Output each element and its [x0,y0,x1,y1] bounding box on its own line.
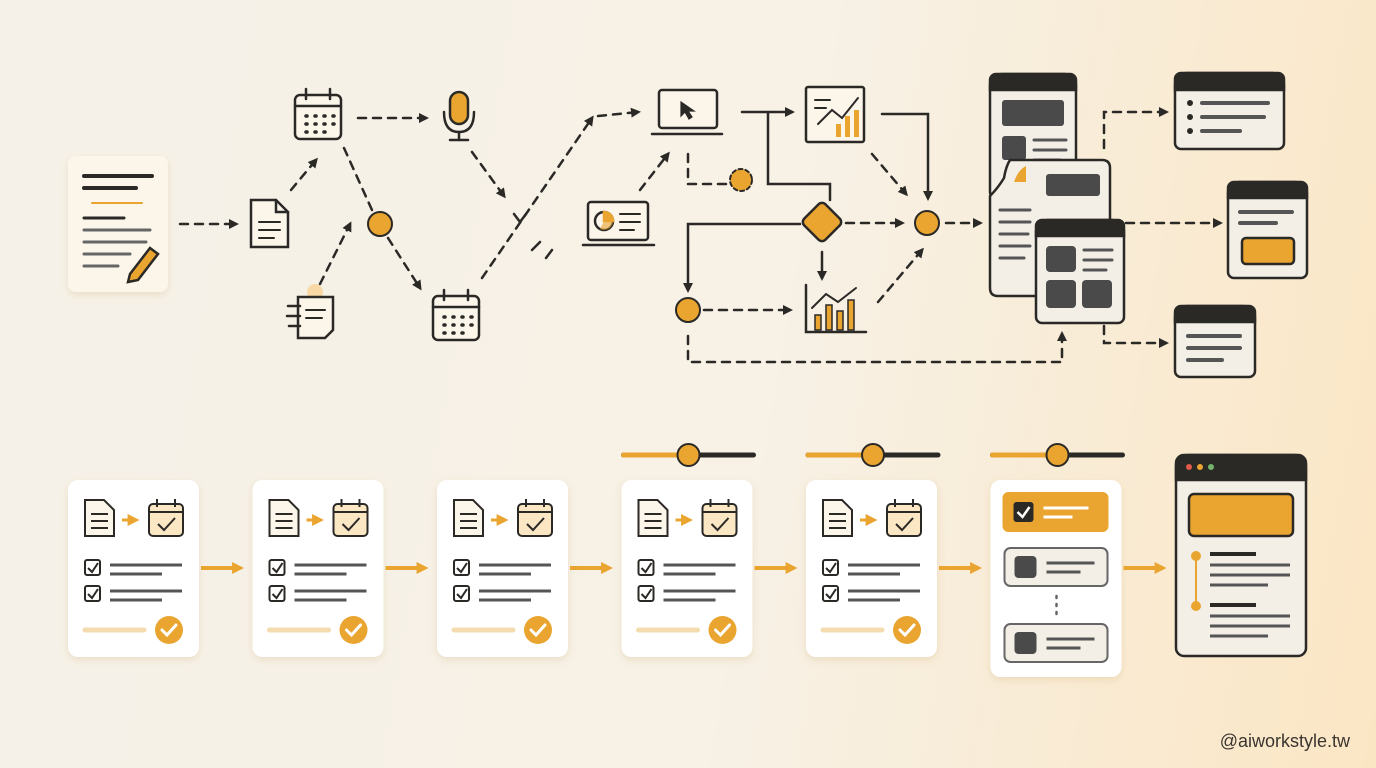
app-window-icon [1173,304,1257,379]
final-app-window [1174,453,1308,658]
document-icon [453,499,484,537]
solid-connectors [683,107,933,293]
checkbox-icon [268,585,286,602]
app-window-icon [1173,71,1286,151]
stage-card [252,480,384,657]
checkbox-icon [453,559,470,576]
slider-knob [861,443,885,467]
decision-diamond-icon [801,201,843,243]
timeline-slider [805,443,941,467]
hand-note-icon [285,284,335,340]
stacked-documents [988,72,1126,325]
checklist-row [84,585,182,602]
check-badge-icon [339,616,368,644]
calendar-icon [431,288,481,342]
slider-knob [1045,443,1070,467]
laptop-cursor-icon [650,88,724,136]
document-icon [268,499,300,537]
checklist-row [453,585,551,602]
check-badge-icon [524,616,552,644]
document-icon [822,499,853,537]
calendar-check-icon [886,499,922,537]
checklist-row [637,559,736,576]
checklist-row [822,585,920,602]
calendar-check-icon [148,499,184,537]
timeline-slider [621,443,756,467]
dashed-connectors [178,107,1223,364]
node-circle-icon [914,210,940,236]
checkbox-icon [637,585,655,602]
checkbox-icon [1013,502,1034,522]
document-icon [249,198,290,249]
stage-card [806,480,937,657]
document-icon [637,499,669,537]
check-badge-icon [155,616,183,644]
source-document-icon [68,156,168,292]
checkbox-icon [822,559,839,576]
slider-knob [676,443,701,467]
stage-card [621,480,753,657]
list-item [1003,623,1109,663]
checklist-row [453,559,551,576]
calendar-check-icon [701,499,738,537]
pie-chart-screen-icon [581,200,656,247]
calendar-check-icon [332,499,369,537]
list-item [1003,547,1109,587]
checkbox-icon [268,559,286,576]
checklist-row [822,559,920,576]
watermark: @aiworkstyle.tw [1219,731,1350,751]
checkbox-icon [84,559,101,576]
checklist-row [268,559,367,576]
checkbox-icon [84,585,101,602]
checkbox-icon [822,585,839,602]
document-page [1034,218,1126,325]
node-circle-icon [729,168,753,192]
calendar-check-icon [517,499,553,537]
stage-card-list [990,480,1122,677]
pencil-icon [126,246,160,284]
node-circle-icon [675,297,701,323]
check-badge-icon [708,616,737,644]
checkbox-icon [637,559,655,576]
checklist-row [84,559,182,576]
checkbox-icon [453,585,470,602]
document-icon [84,499,115,537]
stage-card [437,480,568,657]
checklist-row [268,585,367,602]
check-badge-icon [893,616,921,644]
microphone-icon [442,90,476,142]
timeline-slider [990,443,1125,467]
calendar-icon [293,87,343,141]
arrow-fragments [512,212,554,260]
bar-chart-icon [804,283,868,334]
pipeline-stages [68,443,1167,677]
app-window-icon [1226,180,1309,280]
checklist-row [637,585,736,602]
stage-card [68,480,199,657]
node-circle-icon [367,211,393,237]
bar-chart-icon [804,85,866,144]
top-flow [68,71,1309,379]
